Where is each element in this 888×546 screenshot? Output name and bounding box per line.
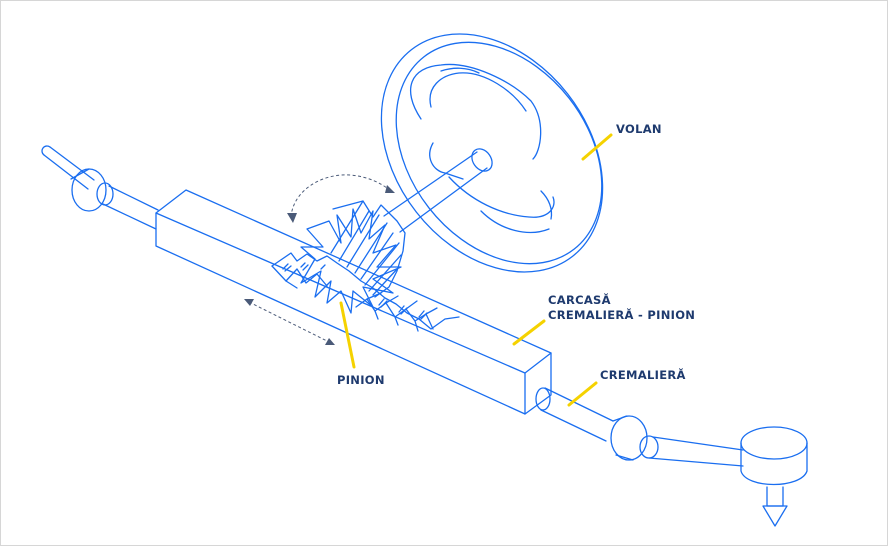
- left-tie-rod: [41, 145, 159, 230]
- pinion-cylinder: [330, 200, 406, 298]
- carcasa-leader-line: [512, 319, 546, 346]
- rotation-arrowheads: [287, 185, 395, 223]
- right-tie-rod: [535, 387, 808, 527]
- volan-leader-line: [581, 133, 613, 161]
- carcasa-label: CARCASĂ CREMALIERĂ - PINION: [548, 293, 695, 323]
- pinion-label: PINION: [337, 373, 385, 387]
- carcasa-label-line1: CARCASĂ: [548, 293, 611, 307]
- translation-arrow: [248, 301, 332, 344]
- steering-shaft: [383, 148, 493, 233]
- rack-teeth: [271, 252, 460, 332]
- rack-housing: [155, 189, 552, 415]
- translation-arrowheads: [244, 299, 335, 345]
- pinion-leader-line: [339, 301, 356, 369]
- rotation-arrow: [290, 174, 392, 218]
- steering-wheel: [380, 33, 604, 273]
- volan-label: VOLAN: [616, 122, 662, 136]
- cremaliera-leader-line: [567, 381, 598, 407]
- carcasa-label-line2: CREMALIERĂ - PINION: [548, 308, 696, 322]
- cremaliera-label: CREMALIERĂ: [600, 368, 686, 382]
